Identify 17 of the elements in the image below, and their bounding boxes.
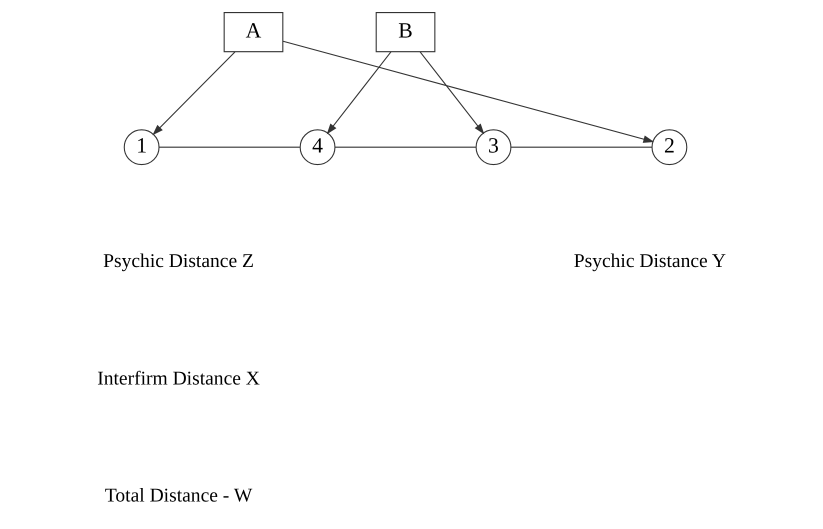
arrow [420,52,484,134]
node-circle: 4 [300,129,336,166]
label: Psychic Distance Y [574,251,726,272]
arrow [326,52,392,134]
node-circle: 2 [652,129,688,166]
label: Total Distance - W [104,486,252,507]
connector [511,146,652,148]
node-circle: 3 [476,129,512,166]
connector [335,146,476,148]
connector [159,146,300,148]
label: Psychic Distance Z [103,251,254,272]
arrow [152,51,236,136]
arrow [282,40,654,143]
node-circle: 1 [124,129,160,166]
node-box: A [224,12,284,52]
label: Interfirm Distance X [97,368,260,390]
node-box: B [376,12,436,52]
